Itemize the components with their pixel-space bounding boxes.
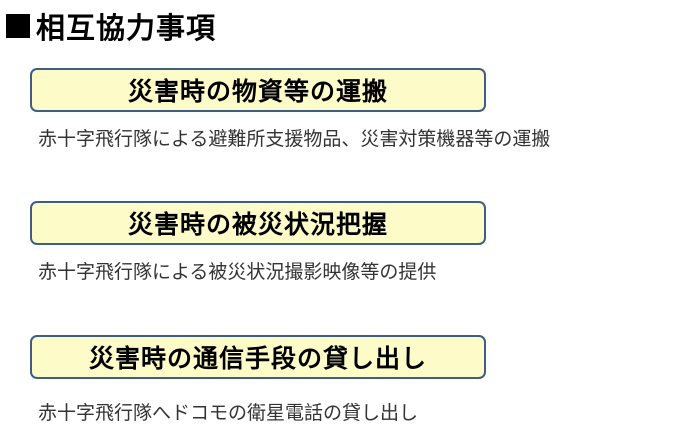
item-description: 赤十字飛行隊へドコモの衛星電話の貸し出し: [38, 402, 419, 424]
item-description: 赤十字飛行隊による避難所支援物品、災害対策機器等の運搬: [38, 128, 551, 150]
item-title: 災害時の通信手段の貸し出し: [88, 344, 427, 373]
square-bullet-icon: [6, 14, 30, 38]
item-title: 災害時の被災状況把握: [127, 210, 388, 239]
page-heading: 相互協力事項: [6, 6, 216, 46]
item-title: 災害時の物資等の運搬: [127, 77, 388, 106]
item-description: 赤十字飛行隊による被災状況撮影映像等の提供: [38, 261, 437, 283]
item-title-box: 災害時の通信手段の貸し出し: [30, 335, 486, 379]
page-title: 相互協力事項: [36, 11, 217, 45]
item-title-box: 災害時の被災状況把握: [30, 201, 486, 245]
item-title-box: 災害時の物資等の運搬: [30, 68, 486, 112]
